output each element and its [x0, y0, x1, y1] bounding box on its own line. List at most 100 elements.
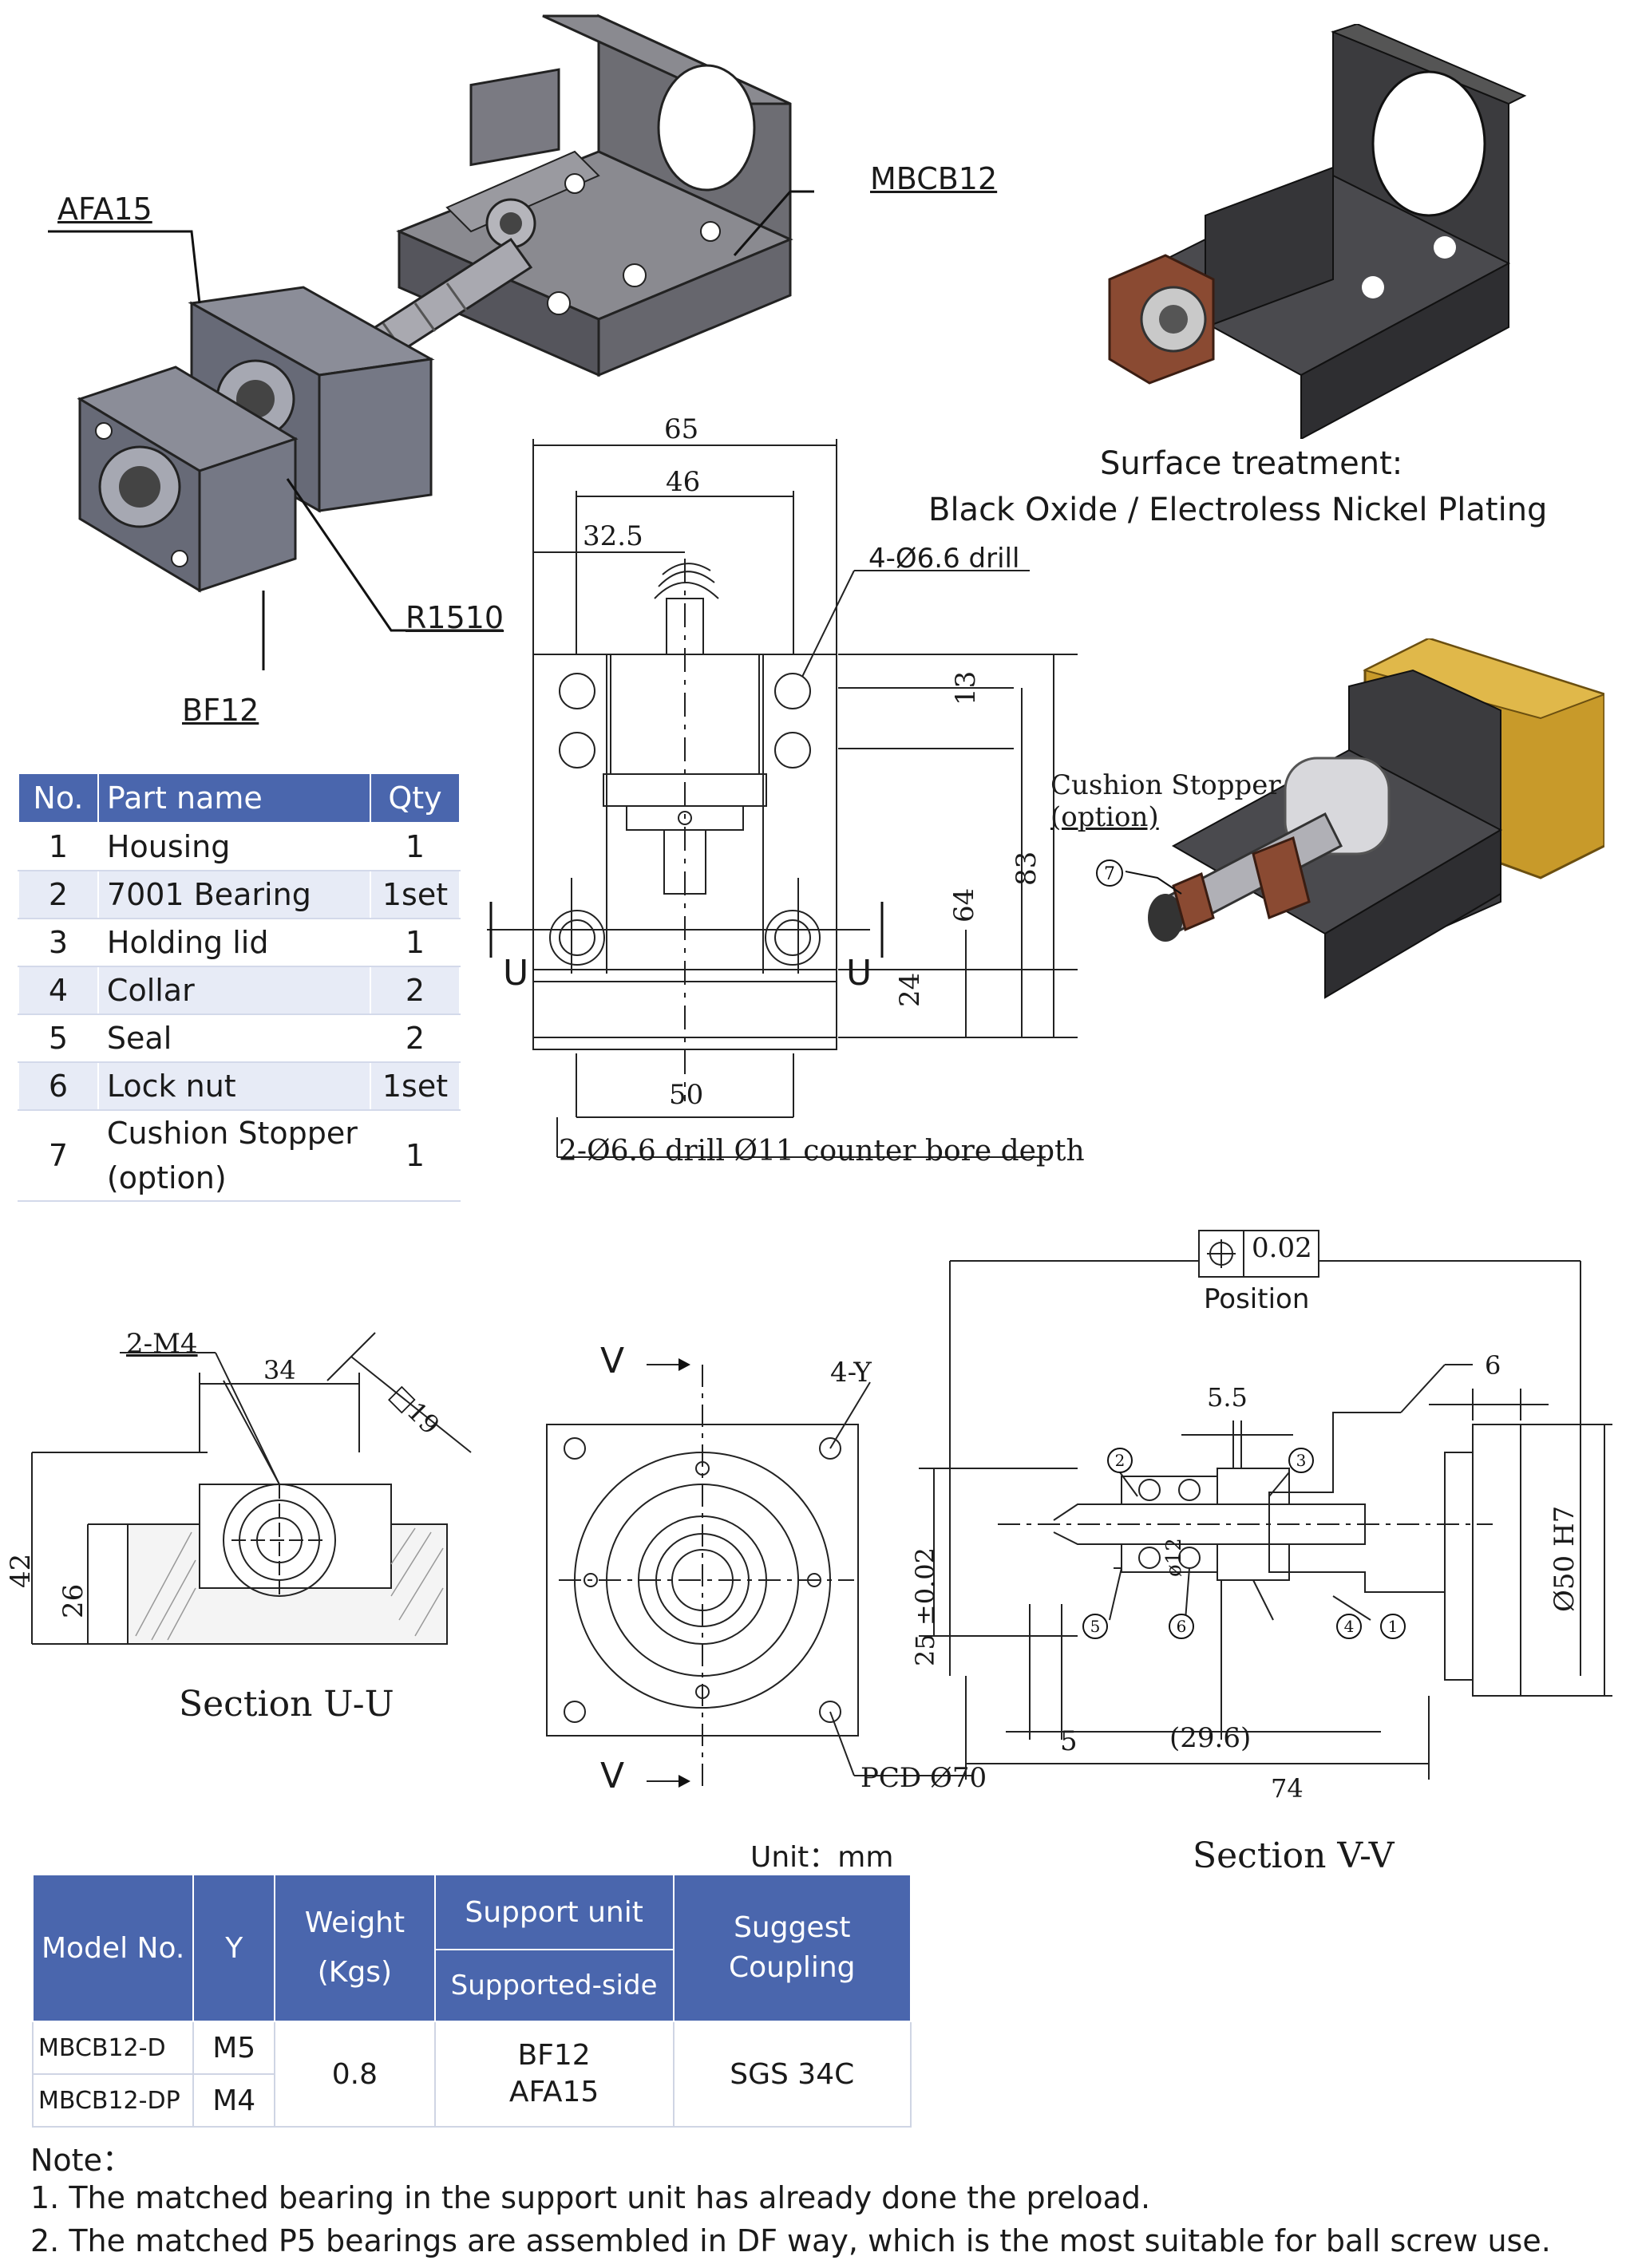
cushion-stopper-label: Cushion Stopper: [1050, 769, 1281, 801]
table-row: 1 Housing 1: [18, 822, 461, 871]
spec-header-weight-1: Weight: [304, 1906, 406, 1939]
dim-50: 50: [669, 1079, 704, 1111]
spec-model: MBCB12-DP: [31, 2073, 195, 2128]
callout-r1510: R1510: [406, 600, 504, 635]
dim-26: 26: [57, 1583, 89, 1618]
callout-bf12: BF12: [182, 693, 259, 728]
dim-46: 46: [666, 466, 701, 498]
part-name: Cushion Stopper (option): [97, 1109, 372, 1202]
parts-header-qty: Qty: [370, 772, 461, 824]
front-view-drawing: [487, 439, 1078, 1158]
dim-83: 83: [1011, 851, 1042, 886]
spec-model: MBCB12-D: [31, 2021, 195, 2075]
bf12-block-shape: [77, 365, 299, 593]
dim-34: 34: [263, 1355, 296, 1385]
assembly-leaders: [48, 190, 814, 670]
parts-header-no: No.: [18, 772, 99, 824]
counterbore-label: 2-Ø6.6 drill Ø11 counter bore depth: [559, 1135, 1085, 1168]
position-tolerance-value: 0.02: [1252, 1232, 1312, 1264]
part-no: 4: [18, 966, 99, 1015]
part-name: Housing: [97, 822, 372, 871]
dim-42: 42: [5, 1553, 37, 1588]
part-no: 3: [18, 918, 99, 967]
dim-5-5: 5.5: [1207, 1382, 1248, 1413]
parts-header-name: Part name: [97, 772, 372, 824]
part-name: Collar: [97, 966, 372, 1015]
svg-text:7: 7: [1104, 864, 1115, 884]
section-u-right: U: [846, 953, 872, 994]
note-title: Note：: [30, 2143, 133, 2178]
svg-text:3: 3: [1296, 1451, 1307, 1470]
dim-24: 24: [894, 972, 926, 1007]
section-uu-drawing: [31, 1332, 472, 1645]
spec-weight: 0.8: [274, 2021, 436, 2128]
svg-text:1: 1: [1388, 1617, 1399, 1636]
spec-header-coupling-1: Suggest: [734, 1911, 851, 1944]
table-row: MBCB12-DP M4: [31, 2073, 911, 2128]
part-qty: 2: [370, 966, 461, 1015]
dim-13: 13: [950, 670, 982, 705]
part-name: Lock nut: [97, 1061, 372, 1111]
parts-table: No. Part name Qty 1 Housing 1 2 7001 Bea…: [18, 772, 461, 1202]
spec-header-weight-2: (Kgs): [317, 1956, 393, 1989]
spec-header-support: Support unit: [433, 1874, 675, 1950]
spec-header-model: Model No.: [31, 1874, 195, 2022]
callout-afa15: AFA15: [57, 192, 152, 227]
spec-y: M5: [192, 2021, 276, 2075]
y4-label: 4-Y: [830, 1357, 872, 1389]
dim-50-h7: Ø50 H7: [1549, 1505, 1581, 1612]
part-no: 2: [18, 870, 99, 919]
part-no: 5: [18, 1013, 99, 1063]
dim-5: 5: [1060, 1725, 1078, 1757]
spec-header-coupling-2: Coupling: [729, 1951, 856, 1984]
table-row: 3 Holding lid 1: [18, 918, 461, 967]
part-name: 7001 Bearing: [97, 870, 372, 919]
surface-treatment-value: Black Oxide / Electroless Nickel Plating: [928, 492, 1548, 528]
spec-header-supported-side: Supported-side: [433, 1949, 675, 2022]
surface-treatment-title: Surface treatment:: [1100, 445, 1403, 482]
spec-support-2: AFA15: [508, 2076, 599, 2108]
section-vv-balloons: [1082, 1448, 1406, 1639]
part-qty: 1set: [370, 870, 461, 919]
dim-32-5: 32.5: [583, 520, 643, 552]
svg-text:6: 6: [1177, 1617, 1187, 1636]
part-no: 7: [18, 1109, 99, 1202]
part-qty: 1: [370, 1109, 461, 1202]
table-row: 2 7001 Bearing 1set: [18, 870, 461, 919]
assembly-exploded-illustration: [48, 14, 814, 670]
spec-coupling: SGS 34C: [672, 2021, 912, 2128]
dim-d12: ø12: [1162, 1538, 1186, 1577]
part-qty: 1: [370, 918, 461, 967]
note-item-2: 2. The matched P5 bearings are assembled…: [30, 2223, 1551, 2258]
end-view-drawing: [546, 1358, 974, 1788]
part-name-line1: Cushion Stopper: [106, 1116, 358, 1151]
spec-table: Model No. Y Weight (Kgs) Support unit Su…: [31, 1874, 912, 2128]
part-no: 6: [18, 1061, 99, 1111]
balloon-7: 7: [1096, 859, 1123, 887]
section-uu-title: Section U-U: [179, 1684, 394, 1725]
drill-4-label: 4-Ø6.6 drill: [868, 543, 1020, 575]
part-qty: 1: [370, 822, 461, 871]
callout-mbcb12: MBCB12: [870, 161, 998, 196]
part-qty: 2: [370, 1013, 461, 1063]
cushion-stopper-option: (option): [1050, 801, 1159, 833]
dim-74: 74: [1271, 1773, 1304, 1804]
dim-6: 6: [1485, 1350, 1501, 1381]
mbcb12-housing-shape: [396, 14, 793, 377]
part-no: 1: [18, 822, 99, 871]
section-u-left: U: [503, 953, 529, 994]
svg-text:2: 2: [1115, 1451, 1126, 1470]
part-qty: 1set: [370, 1061, 461, 1111]
spec-y: M4: [192, 2073, 276, 2128]
section-v-top: V: [600, 1341, 625, 1381]
spec-support: BF12 AFA15: [433, 2021, 675, 2128]
table-row: 5 Seal 2: [18, 1013, 461, 1063]
spec-header-weight: Weight (Kgs): [274, 1874, 436, 2022]
section-vv-drawing: 2 3 4 5 6 1: [919, 1230, 1612, 1780]
dim-29-6: (29.6): [1169, 1722, 1252, 1754]
part-name-line2: (option): [106, 1160, 227, 1195]
dim-25-tol: 25 ±0.02: [910, 1547, 940, 1666]
position-label: Position: [1204, 1283, 1310, 1315]
part-name: Holding lid: [97, 918, 372, 967]
table-row: 6 Lock nut 1set: [18, 1061, 461, 1111]
